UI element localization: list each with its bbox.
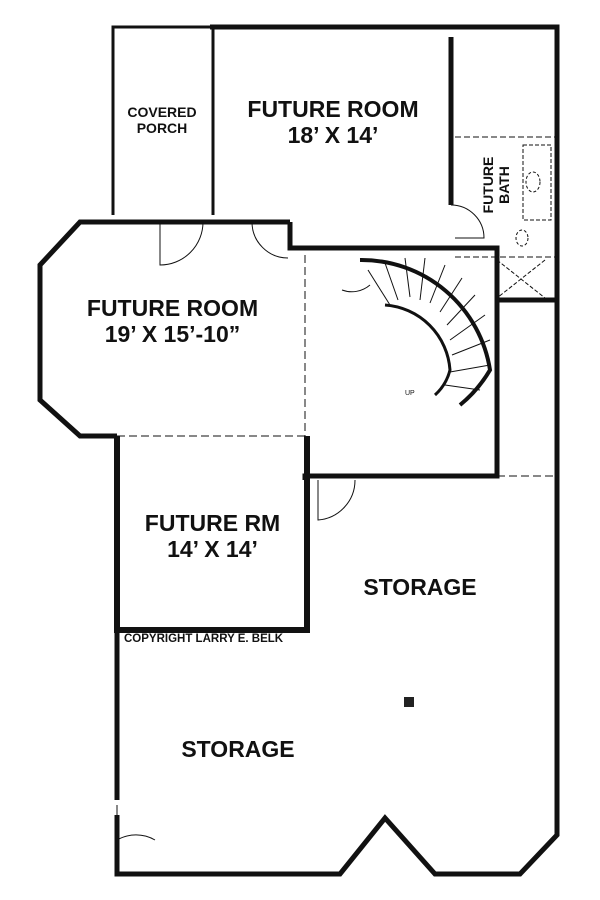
room-name: FUTURE ROOM	[247, 96, 419, 122]
future-bath-label: FUTURE BATH	[480, 145, 512, 225]
room-name: FUTURE RM	[144, 510, 281, 536]
stair-up-label: UP	[405, 390, 415, 397]
exterior-wall	[114, 24, 560, 877]
room-size: 14’ X 14’	[167, 536, 258, 563]
room-label-line: BATH	[496, 166, 513, 204]
copyright-text: COPYRIGHT LARRY E. BELK	[124, 633, 284, 645]
column	[404, 697, 414, 707]
storage-bottom-label: STORAGE	[181, 736, 295, 762]
door-swing	[317, 479, 356, 521]
door-swing	[159, 221, 204, 266]
storage-right-label: STORAGE	[363, 574, 477, 600]
tub	[522, 144, 552, 221]
door-swing	[450, 204, 485, 239]
room-label-line: PORCH	[136, 120, 188, 137]
door-swing	[116, 805, 156, 841]
toilet	[515, 229, 529, 247]
spiral-stair-inner	[384, 303, 452, 397]
tub-drain	[525, 171, 541, 193]
future-room-left-label: FUTURE ROOM 19’ X 15’-10”	[45, 295, 300, 348]
stair-treads	[367, 257, 491, 391]
interior-wall	[287, 222, 555, 303]
spiral-stair-outer	[359, 257, 493, 407]
room-label-line: COVERED	[127, 104, 197, 120]
porch-walls	[111, 25, 215, 215]
future-room-top-label: FUTURE ROOM 18’ X 14’	[215, 96, 451, 149]
room-name: FUTURE ROOM	[86, 295, 259, 321]
door-swing	[341, 284, 371, 293]
future-rm-label: FUTURE RM 14’ X 14’	[120, 510, 305, 563]
bay-room-wall	[37, 219, 117, 439]
room-size: 19’ X 15’-10”	[104, 321, 241, 348]
room-label-line: FUTURE	[480, 156, 496, 214]
shower-x	[496, 259, 546, 299]
room-size: 18’ X 14’	[287, 122, 379, 149]
covered-porch-label: COVERED PORCH	[112, 104, 212, 136]
future-rm-wall	[114, 436, 310, 633]
door-swing	[251, 221, 289, 259]
